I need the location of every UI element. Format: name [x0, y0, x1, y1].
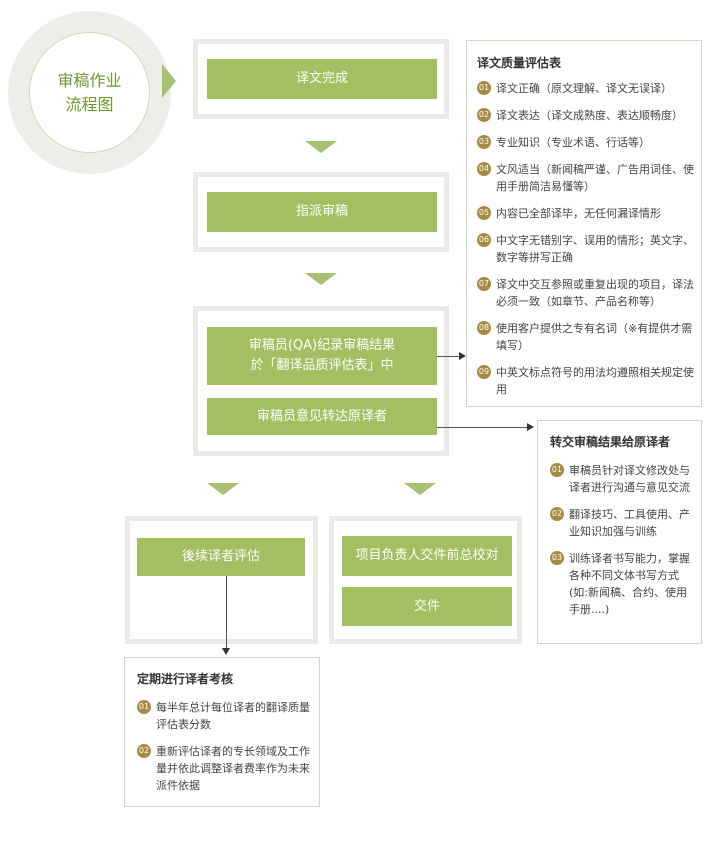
arrow-down-icon: [222, 648, 230, 655]
down-arrow-icon: [305, 273, 337, 285]
arrow-right-icon: [527, 423, 534, 431]
list-item: 08 使用客户提供之专有名词（※有提供才需填写）: [477, 320, 695, 354]
number-badge: 02: [477, 108, 491, 122]
list-item: 01 审稿员针对译文修改处与译者进行沟通与意见交流: [550, 462, 695, 496]
title-line-1: 审稿作业: [57, 70, 122, 90]
list-item-text: 训练译者书写能力，掌握各种不同文体书写方式(如:新闻稿、合约、使用手册....): [569, 552, 690, 616]
list-item: 03 训练译者书写能力，掌握各种不同文体书写方式(如:新闻稿、合约、使用手册..…: [550, 550, 695, 618]
transfer-title: 转交审稿结果给原译者: [550, 435, 671, 449]
flowchart-title: 审稿作业流程图: [29, 32, 150, 153]
number-badge: 06: [477, 233, 491, 247]
number-badge: 05: [477, 206, 491, 220]
list-item-text: 译文中交互参照或重复出现的项目，译法必须一致（如章节、产品名称等）: [496, 278, 694, 308]
list-item: 02 重新评估译者的专长领域及工作量并依此调整译者费率作为未来派件依据: [137, 743, 311, 794]
number-badge: 04: [477, 162, 491, 176]
list-item: 09 中英文标点符号的用法均遵照相关规定使用: [477, 364, 695, 398]
transfer-box: 转交审稿结果给原译者 01 审稿员针对译文修改处与译者进行沟通与意见交流 02 …: [537, 420, 702, 644]
step-pm-check: 项目负责人交件前总校对: [342, 536, 512, 576]
periodic-box: 定期进行译者考核 01 每半年总计每位译者的翻译质量评估表分数 02 重新评估译…: [124, 657, 320, 807]
list-item-text: 每半年总计每位译者的翻译质量评估表分数: [156, 701, 310, 731]
quality-table-box: 译文质量评估表 01 译文正确（原文理解、译文无误译） 02 译文表达（译文成熟…: [466, 40, 702, 407]
number-badge: 08: [477, 321, 491, 335]
number-badge: 09: [477, 365, 491, 379]
step-deliver-label: 交件: [413, 598, 440, 614]
step-deliver: 交件: [342, 587, 512, 626]
list-item: 05 内容已全部译毕，无任何漏译情形: [477, 205, 695, 222]
connector-line: [437, 427, 527, 428]
frame-followup: [125, 516, 318, 644]
list-item-text: 译文正确（原文理解、译文无误译）: [496, 82, 672, 95]
list-item-text: 文风适当（新闻稿严谨、广告用词佳、使用手册简洁易懂等）: [496, 163, 694, 193]
quality-table-title: 译文质量评估表: [477, 56, 562, 70]
list-item: 01 译文正确（原文理解、译文无误译）: [477, 80, 695, 97]
list-item: 07 译文中交互参照或重复出现的项目，译法必须一致（如章节、产品名称等）: [477, 276, 695, 310]
number-badge: 01: [550, 463, 564, 477]
list-item-text: 中文字无错别字、误用的情形；英文字、数字等拼写正确: [496, 234, 694, 264]
list-item-text: 译文表达（译文成熟度、表达顺畅度）: [496, 109, 683, 122]
number-badge: 07: [477, 277, 491, 291]
list-item: 03 专业知识（专业术语、行话等）: [477, 134, 695, 151]
down-arrow-icon: [404, 483, 436, 495]
title-line-2: 流程图: [65, 94, 114, 114]
step-feedback-label: 审稿员意见转达原译者: [256, 408, 387, 424]
list-item: 02 翻译技巧、工具使用、产业知识加强与训练: [550, 506, 695, 540]
step-qa-record-line2: 於「翻译品质评估表」中: [250, 358, 394, 373]
number-badge: 02: [550, 507, 564, 521]
start-arrow-icon: [162, 64, 176, 98]
connector-line: [437, 356, 459, 357]
step-complete-label: 译文完成: [295, 71, 348, 86]
step-assign: 指派审稿: [207, 192, 437, 232]
periodic-title: 定期进行译者考核: [137, 672, 234, 686]
step-followup: 後续译者评估: [137, 538, 305, 576]
list-item: 01 每半年总计每位译者的翻译质量评估表分数: [137, 699, 311, 733]
step-complete: 译文完成: [207, 59, 437, 99]
step-assign-label: 指派审稿: [295, 204, 348, 219]
step-qa-record: 审稿员(QA)纪录审稿结果於「翻译品质评估表」中: [207, 327, 437, 385]
list-item-text: 使用客户提供之专有名词（※有提供才需填写）: [496, 322, 693, 352]
list-item: 02 译文表达（译文成熟度、表达顺畅度）: [477, 107, 695, 124]
step-followup-label: 後续译者评估: [181, 549, 260, 564]
title-circle: [29, 32, 150, 153]
list-item: 04 文风适当（新闻稿严谨、广告用词佳、使用手册简洁易懂等）: [477, 161, 695, 195]
list-item-text: 专业知识（专业术语、行话等）: [496, 136, 650, 149]
number-badge: 03: [550, 551, 564, 565]
list-item: 06 中文字无错别字、误用的情形；英文字、数字等拼写正确: [477, 232, 695, 266]
number-badge: 01: [477, 81, 491, 95]
down-arrow-icon: [207, 483, 239, 495]
list-item-text: 中英文标点符号的用法均遵照相关规定使用: [496, 366, 694, 396]
list-item-text: 重新评估译者的专长领域及工作量并依此调整译者费率作为未来派件依据: [156, 745, 310, 792]
down-arrow-icon: [305, 141, 337, 153]
arrow-right-icon: [459, 352, 466, 360]
number-badge: 02: [137, 744, 151, 758]
list-item-text: 翻译技巧、工具使用、产业知识加强与训练: [569, 508, 690, 538]
step-feedback: 审稿员意见转达原译者: [207, 398, 437, 435]
step-pm-check-label: 项目负责人交件前总校对: [355, 548, 499, 563]
number-badge: 01: [137, 700, 151, 714]
list-item-text: 内容已全部译毕，无任何漏译情形: [496, 207, 661, 220]
step-qa-record-line1: 审稿员(QA)纪录审稿结果: [248, 338, 396, 353]
number-badge: 03: [477, 135, 491, 149]
list-item-text: 审稿员针对译文修改处与译者进行沟通与意见交流: [569, 464, 690, 494]
connector-line: [226, 576, 227, 648]
